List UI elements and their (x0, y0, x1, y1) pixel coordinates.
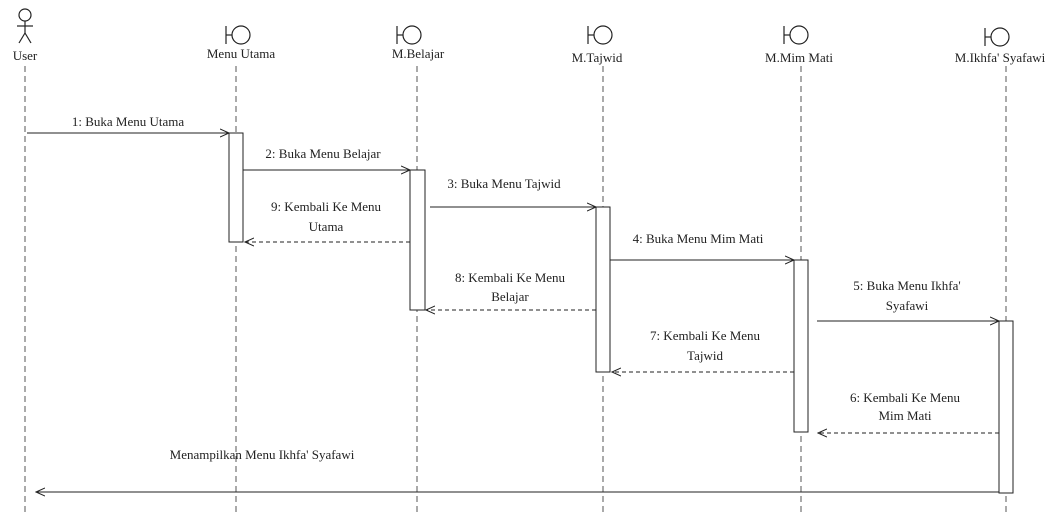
message-label: 5: Buka Menu Ikhfa' (853, 278, 960, 293)
message-label: 6: Kembali Ke Menu (850, 390, 961, 405)
message-3: 3: Buka Menu Tajwid (430, 176, 596, 207)
participant-m-tajwid: M.Tajwid (572, 25, 623, 65)
message-2: 2: Buka Menu Belajar (243, 146, 410, 170)
participant-label: Menu Utama (207, 46, 275, 61)
message-label: Syafawi (886, 298, 929, 313)
message-label: 1: Buka Menu Utama (72, 114, 185, 129)
participant-label: M.Tajwid (572, 50, 623, 65)
message-4: 4: Buka Menu Mim Mati (610, 231, 794, 260)
message-9: 9: Kembali Ke Menu Utama (245, 199, 410, 242)
message-label: Belajar (491, 289, 529, 304)
message-8: 8: Kembali Ke Menu Belajar (426, 270, 596, 310)
message-label: Mim Mati (878, 408, 931, 423)
message-label: Utama (309, 219, 344, 234)
message-label: Tajwid (687, 348, 723, 363)
message-label: 2: Buka Menu Belajar (265, 146, 381, 161)
participant-label: User (13, 48, 38, 63)
message-label: 7: Kembali Ke Menu (650, 328, 761, 343)
activation-bar-m-ikhfa-syafawi (998, 320, 1014, 494)
actor-icon (17, 8, 33, 44)
message-label: Menampilkan Menu Ikhfa' Syafawi (170, 447, 355, 462)
participant-m-mim-mati: M.Mim Mati (765, 25, 833, 65)
message-6: 6: Kembali Ke Menu Mim Mati (818, 390, 999, 433)
boundary-icon (783, 25, 809, 45)
message-label: 4: Buka Menu Mim Mati (633, 231, 764, 246)
message-10: Menampilkan Menu Ikhfa' Syafawi (36, 447, 999, 492)
boundary-icon (225, 25, 251, 45)
participant-m-belajar: M.Belajar (392, 25, 445, 61)
message-label: 8: Kembali Ke Menu (455, 270, 566, 285)
message-label: 3: Buka Menu Tajwid (447, 176, 561, 191)
participant-m-ikhfa-syafawi: M.Ikhfa' Syafawi (955, 27, 1046, 65)
activation-bar-m-belajar (409, 169, 426, 311)
activation-bar-menu-utama (228, 132, 244, 243)
participant-user: User (13, 8, 38, 63)
activation-bar-m-mim-mati (793, 259, 809, 433)
participant-label: M.Belajar (392, 46, 445, 61)
activation-bar-m-tajwid (595, 206, 611, 373)
message-5: 5: Buka Menu Ikhfa' Syafawi (817, 278, 999, 321)
participant-label: M.Mim Mati (765, 50, 833, 65)
boundary-icon (984, 27, 1010, 47)
boundary-icon (396, 25, 422, 45)
participant-menu-utama: Menu Utama (207, 25, 275, 61)
message-label: 9: Kembali Ke Menu (271, 199, 382, 214)
message-1: 1: Buka Menu Utama (27, 114, 229, 133)
participant-label: M.Ikhfa' Syafawi (955, 50, 1046, 65)
message-7: 7: Kembali Ke Menu Tajwid (612, 328, 794, 372)
boundary-icon (587, 25, 613, 45)
